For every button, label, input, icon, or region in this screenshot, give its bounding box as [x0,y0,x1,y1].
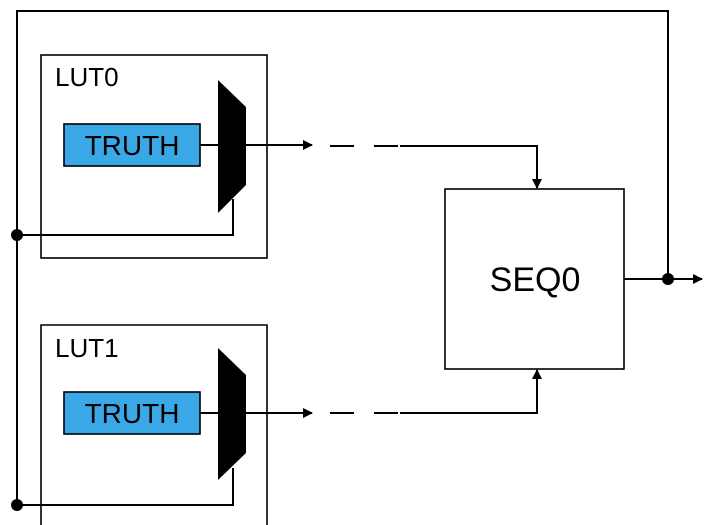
mux-icon [218,348,246,480]
seq0-box [444,188,625,370]
feedback-loop-wire [16,10,669,505]
lut0-label: LUT0 [55,62,119,92]
lut1-label: LUT1 [55,333,119,363]
lut1-block: LUT1 TRUTH [11,324,313,525]
junction-dot-icon [11,499,23,511]
seq0-label: SEQ0 [490,261,581,299]
lut0-truth-label: TRUTH [85,130,180,161]
junction-dot-icon [662,273,674,285]
lut0-select-wire [17,199,234,236]
lut0-to-seq-wire [400,145,542,189]
mux-icon [218,80,246,213]
junction-dot-icon [11,229,23,241]
lut1-truth-table [63,391,201,435]
lut1-truth-label: TRUTH [85,398,180,429]
lut0-truth-table [63,123,201,167]
seq0-block: SEQ0 [444,188,625,370]
lut1-select-wire [17,468,234,506]
lut1-to-seq-wire [400,369,542,414]
lut0-block: LUT0 TRUTH [11,54,313,259]
